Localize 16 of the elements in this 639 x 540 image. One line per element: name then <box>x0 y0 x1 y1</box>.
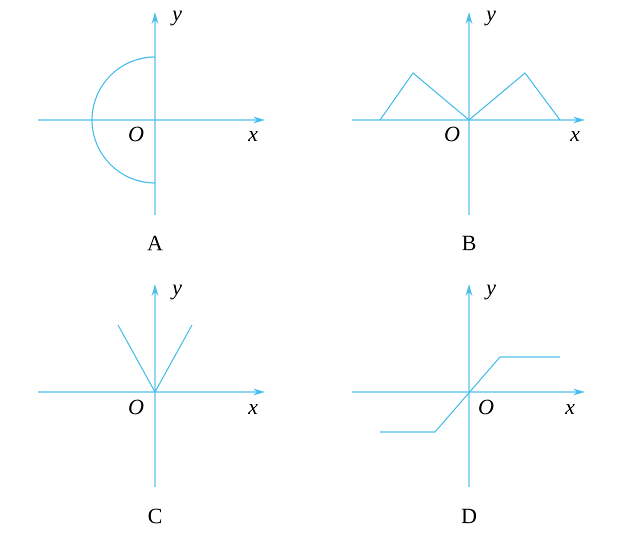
axis-label: x <box>570 130 580 142</box>
panel-label: C <box>148 508 162 524</box>
axis-label: y <box>170 284 182 300</box>
panel-label: D <box>462 508 476 524</box>
origin-label: O <box>479 400 494 414</box>
axis-label: x <box>248 130 258 142</box>
origin-label: O <box>445 126 460 142</box>
axis-label: x <box>564 404 575 414</box>
panel-label: A <box>147 236 163 250</box>
axis-label: x <box>248 404 258 414</box>
panel-label: B <box>462 236 476 250</box>
origin-label: O <box>129 126 144 142</box>
axis-label: y <box>484 10 496 26</box>
origin-label: O <box>129 400 144 414</box>
axis-label: y <box>170 10 182 26</box>
axis-label: y <box>484 284 496 300</box>
